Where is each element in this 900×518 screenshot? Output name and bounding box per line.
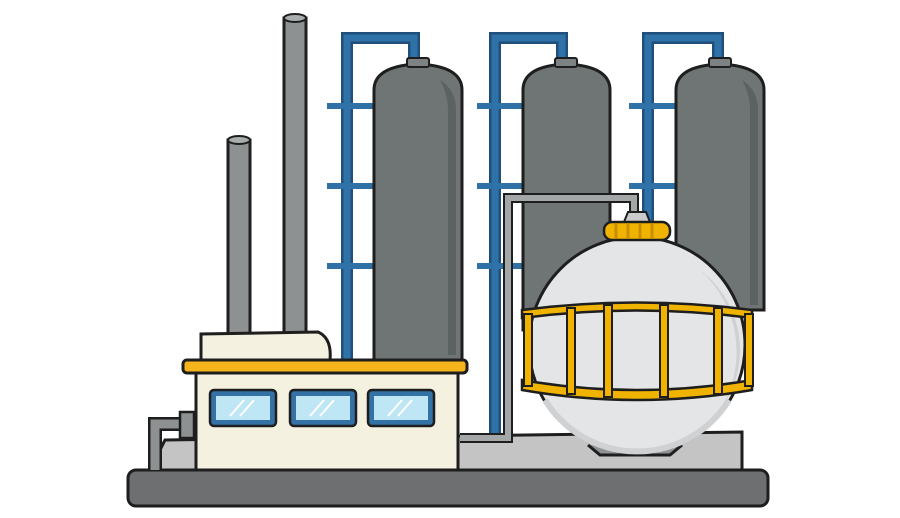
distillation-column-1 [372, 57, 464, 364]
pipe-rack [327, 32, 724, 436]
window-3 [366, 388, 436, 428]
pipe-rack-2 [477, 32, 568, 436]
chimney-left [226, 135, 252, 342]
chimney-right [282, 13, 308, 340]
tank-top-valve [602, 211, 672, 242]
side-pipe [148, 410, 196, 470]
connecting-pipe [460, 193, 639, 443]
control-building [181, 330, 469, 472]
window-1 [208, 388, 278, 428]
tank-support-ring [520, 301, 754, 402]
pipe-rack-1 [327, 32, 420, 368]
building-windows [208, 388, 436, 428]
spherical-tank [520, 211, 754, 457]
distillation-column-3 [674, 57, 766, 312]
window-2 [288, 388, 358, 428]
